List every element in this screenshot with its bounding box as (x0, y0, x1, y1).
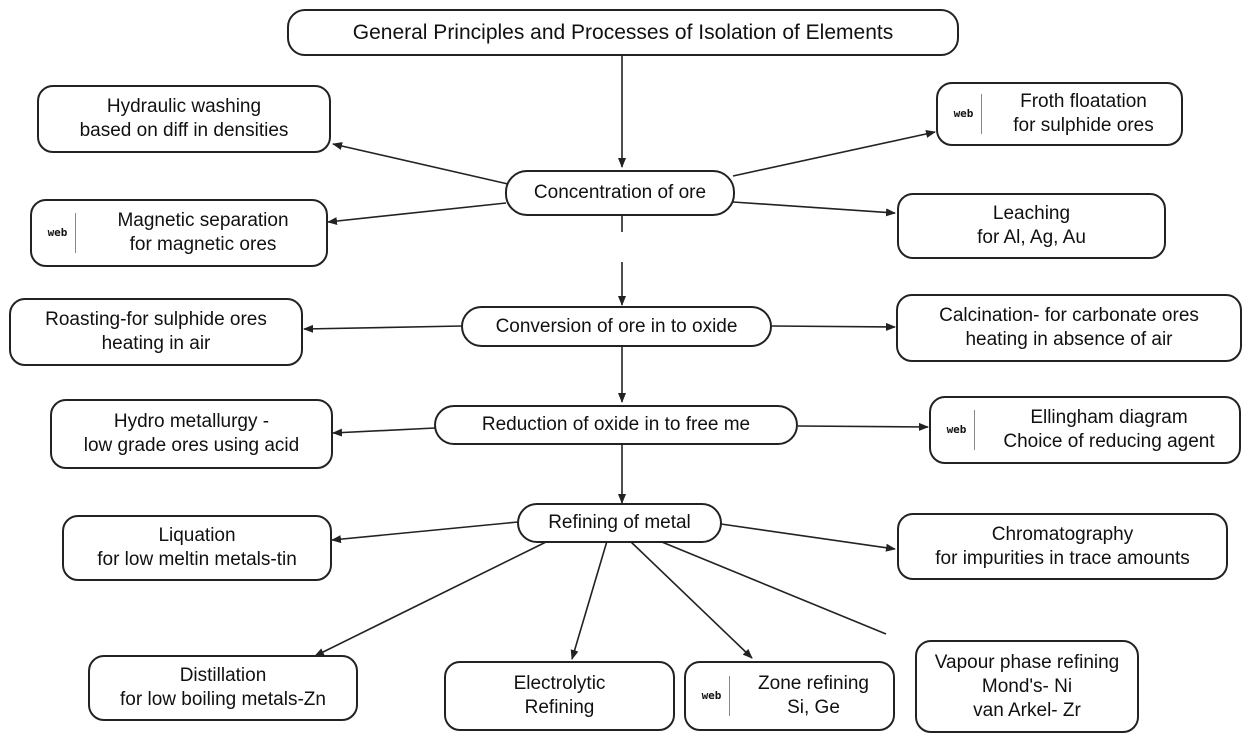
edge-refining-to-distillation (314, 540, 549, 657)
magnetic-line1: Magnetic separation (117, 210, 289, 231)
calcination-line1: Calcination- for carbonate ores (939, 305, 1199, 326)
vapour-line1: Vapour phase refining (934, 651, 1120, 673)
vapour-line2: Mond's- Ni (981, 675, 1073, 697)
magnetic-separation-node: web Magnetic separation for magnetic ore… (30, 199, 328, 267)
distillation-line1: Distillation (179, 665, 267, 686)
electrolytic-line1: Electrolytic (513, 673, 606, 694)
reduction-node: Reduction of oxide in to free me (434, 405, 798, 445)
ellingham-line1: Ellingham diagram (1030, 407, 1188, 428)
edge-refining-to-chromatography (720, 523, 896, 552)
edge-refining-to-liquation (331, 521, 519, 544)
calcination-node: Calcination- for carbonate ores heating … (896, 294, 1242, 362)
hydro-metallurgy-node: Hydro metallurgy - low grade ores using … (50, 399, 333, 469)
ellingham-line2: Choice of reducing agent (1003, 431, 1215, 452)
electrolytic-refining-node: Electrolytic Refining (444, 661, 675, 731)
leaching-line1: Leaching (992, 203, 1071, 224)
chromatography-node: Chromatography for impurities in trace a… (897, 513, 1228, 580)
vapour-line3: van Arkel- Zr (973, 699, 1081, 721)
calcination-line2: heating in absence of air (965, 329, 1173, 350)
zone-line2: Si, Ge (787, 697, 840, 718)
conversion-node: Conversion of ore in to oxide (461, 306, 772, 347)
edge-conversion-to-roasting (303, 324, 463, 333)
concentration-node: Concentration of ore (505, 170, 735, 216)
concentration-label: Concentration of ore (533, 182, 707, 203)
edge-refining-to-zone (629, 540, 753, 659)
edge-conversion-to-calcination (770, 322, 896, 331)
froth-line2: for sulphide ores (1013, 115, 1154, 136)
hydraulic-line1: Hydraulic washing (106, 96, 262, 117)
root-node: General Principles and Processes of Isol… (287, 9, 959, 56)
refining-node: Refining of metal (517, 503, 722, 543)
edge-concentration-to-froth (732, 130, 936, 177)
edge-reduction-to-ellingham (797, 422, 929, 431)
chromatography-line2: for impurities in trace amounts (935, 547, 1190, 569)
distillation-line2: for low boiling metals-Zn (120, 689, 326, 710)
edge-concentration-to-magnetic (327, 202, 507, 226)
ellingham-diagram-node: web Ellingham diagram Choice of reducing… (929, 396, 1241, 464)
edge-refining-to-electrolytic (570, 540, 608, 660)
conversion-label: Conversion of ore in to oxide (495, 315, 738, 337)
web-icon: web (40, 213, 76, 253)
leaching-node: Leaching for Al, Ag, Au (897, 193, 1166, 259)
magnetic-line2: for magnetic ores (129, 234, 277, 255)
distillation-node: Distillation for low boiling metals-Zn (88, 655, 358, 721)
froth-floatation-node: web Froth floatation for sulphide ores (936, 82, 1183, 146)
edge-concentration-to-hydraulic (332, 142, 509, 185)
leaching-line2: for Al, Ag, Au (977, 227, 1086, 248)
vapour-phase-refining-node: Vapour phase refining Mond's- Ni van Ark… (915, 640, 1139, 733)
root-label: General Principles and Processes of Isol… (352, 20, 894, 44)
hydraulic-line2: based on diff in densities (79, 120, 289, 141)
edge-concentration-to-leaching (732, 201, 896, 217)
web-icon: web (946, 94, 982, 134)
liquation-line2: for low meltin metals-tin (97, 549, 297, 570)
hydro-line1: Hydro metallurgy - (113, 411, 270, 432)
hydro-line2: low grade ores using acid (83, 435, 300, 456)
liquation-node: Liquation for low meltin metals-tin (62, 515, 332, 581)
zone-refining-node: web Zone refining Si, Ge (684, 661, 895, 731)
refining-label: Refining of metal (548, 512, 691, 533)
roasting-line2: heating in air (101, 333, 211, 354)
edge-refining-to-vapour (656, 539, 887, 635)
electrolytic-line2: Refining (524, 697, 595, 718)
web-icon: web (939, 410, 975, 450)
roasting-line1: Roasting-for sulphide ores (45, 309, 267, 330)
web-icon: web (694, 676, 730, 716)
roasting-node: Roasting-for sulphide ores heating in ai… (9, 298, 303, 366)
liquation-line1: Liquation (158, 525, 236, 546)
zone-line1: Zone refining (758, 673, 869, 694)
chromatography-line1: Chromatography (991, 523, 1134, 545)
reduction-label: Reduction of oxide in to free me (481, 414, 751, 435)
edge-reduction-to-hydro (332, 427, 436, 437)
hydraulic-washing-node: Hydraulic washing based on diff in densi… (37, 85, 331, 153)
froth-line1: Froth floatation (1020, 91, 1147, 112)
